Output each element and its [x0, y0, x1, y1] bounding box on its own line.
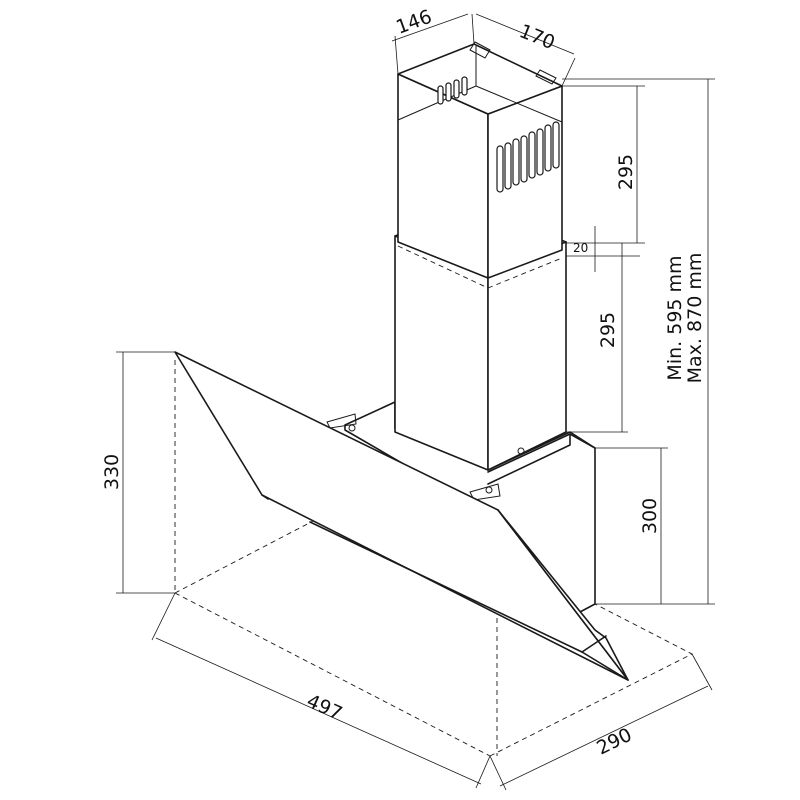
dim-lower-chimney-height: 295 [597, 312, 619, 348]
dim-upper-height [562, 85, 645, 244]
dim-chimney-depth: 146 [393, 6, 435, 39]
dim-overlap-label: 20 [573, 241, 588, 255]
dim-chimney-width: 170 [516, 20, 558, 54]
dim-height-max: Max. 870 mm [684, 253, 706, 384]
dim-body-height [595, 447, 668, 604]
glass-panel [174, 351, 629, 681]
dim-lower-height [566, 243, 628, 433]
dim-top [391, 13, 576, 87]
vent-slots-back [437, 76, 468, 105]
dim-body-height-label: 300 [639, 498, 661, 534]
dim-glass-height [116, 351, 175, 594]
dim-glass-height-label: 330 [101, 454, 123, 490]
dim-height-min: Min. 595 mm [664, 255, 686, 380]
mount-bracket-left [326, 413, 357, 429]
top-bracket-right [535, 69, 557, 85]
dim-hood-depth-label: 290 [593, 724, 635, 760]
top-bracket-left [469, 41, 491, 59]
dim-hood-width [151, 592, 491, 789]
dim-overlap [566, 226, 640, 272]
dim-hood-width-label: 497 [303, 690, 345, 725]
dim-hood-depth [489, 653, 713, 791]
upper-chimney [397, 41, 563, 289]
vent-slots-front [496, 121, 560, 193]
dim-upper-chimney-height: 295 [615, 154, 637, 190]
dim-overall-height [562, 78, 715, 605]
